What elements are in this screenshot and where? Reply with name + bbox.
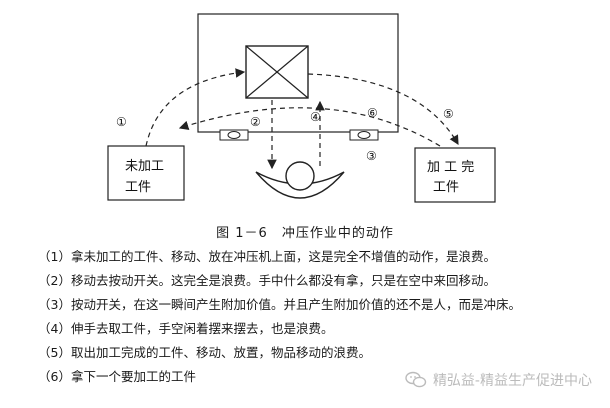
path-5-arrow xyxy=(307,73,459,146)
list-item: （2）移动去按动开关。这完全是浪费。手中什么都没有拿，只是在空中来回移动。 xyxy=(38,273,496,288)
marker-1: ① xyxy=(116,115,127,129)
marker-6: ⑥ xyxy=(367,106,378,120)
finished-workpiece-box: 加 工 完 工件 xyxy=(414,147,496,203)
list-item: （6）拿下一个要加工的工件 xyxy=(38,369,196,384)
press-operation-diagram: 未加工 工件 加 工 完 工件 ① ② ③ ④ ⑤ ⑥ xyxy=(107,13,496,203)
steps-list: （1）拿未加工的工件、移动、放在冲压机上面，这是完全不增值的动作，是浪费。 （2… xyxy=(38,245,598,389)
list-item: （4）伸手去取工件，手空闲着摆来摆去，也是浪费。 xyxy=(38,321,334,336)
right-switch xyxy=(349,129,379,141)
left-switch xyxy=(219,129,249,141)
list-item: （3）按动开关，在这一瞬间产生附加价值。并且产生附加价值的还不是人，而是冲床。 xyxy=(38,297,521,312)
watermark: 精弘益-精益生产促进中心 xyxy=(405,370,592,390)
figure-caption: 图 1－6 冲压作业中的动作 xyxy=(216,226,394,241)
marker-3: ③ xyxy=(366,149,377,163)
watermark-text: 精弘益-精益生产促进中心 xyxy=(432,373,592,389)
unprocessed-workpiece-box: 未加工 工件 xyxy=(107,145,185,201)
path-6-arrow xyxy=(178,107,441,147)
marker-5: ⑤ xyxy=(443,107,454,121)
marker-2: ② xyxy=(250,115,261,129)
operator-figure xyxy=(255,161,345,199)
press-die xyxy=(245,45,309,99)
wechat-icon xyxy=(405,371,427,388)
left-box-line1: 未加工 xyxy=(125,159,164,174)
list-item: （5）取出加工完成的工件、移动、放置，物品移动的浪费。 xyxy=(38,345,371,360)
right-box-line2: 工件 xyxy=(433,180,459,195)
right-box-line1: 加 工 完 xyxy=(427,160,474,175)
list-item: （1）拿未加工的工件、移动、放在冲压机上面，这是完全不增值的动作，是浪费。 xyxy=(38,249,496,264)
marker-4: ④ xyxy=(310,110,321,124)
left-box-line2: 工件 xyxy=(125,180,151,195)
press-machine-frame xyxy=(197,13,399,133)
